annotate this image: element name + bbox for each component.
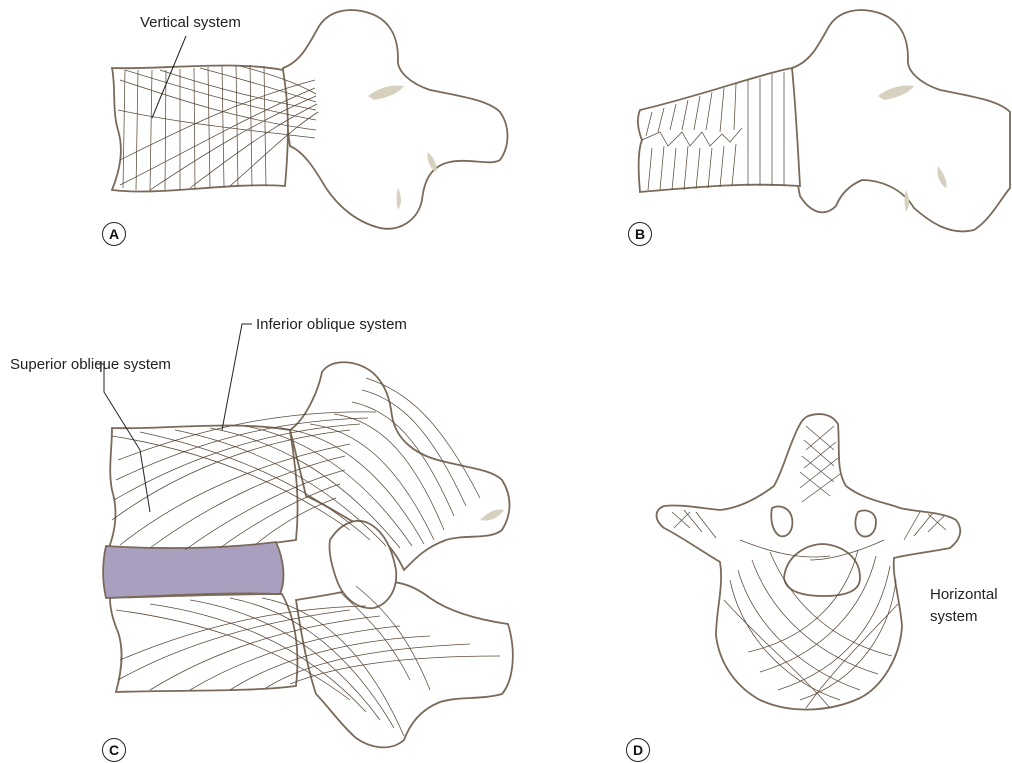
panel-label-b: B [628,222,652,246]
panel-c-vertebrae [96,324,513,747]
annotation-superior-oblique-system: Superior oblique system [10,356,171,373]
panel-label-c: C [102,738,126,762]
panel-a-vertebra [112,10,508,229]
annotation-inferior-oblique-system: Inferior oblique system [256,316,407,333]
panel-label-d: D [626,738,650,762]
panel-label-a: A [102,222,126,246]
annotation-horizontal-system: Horizontal system [930,584,998,628]
annotation-vertical-system: Vertical system [140,14,241,31]
panel-d-vertebra-axial [657,414,961,709]
panel-b-vertebra [638,10,1010,231]
